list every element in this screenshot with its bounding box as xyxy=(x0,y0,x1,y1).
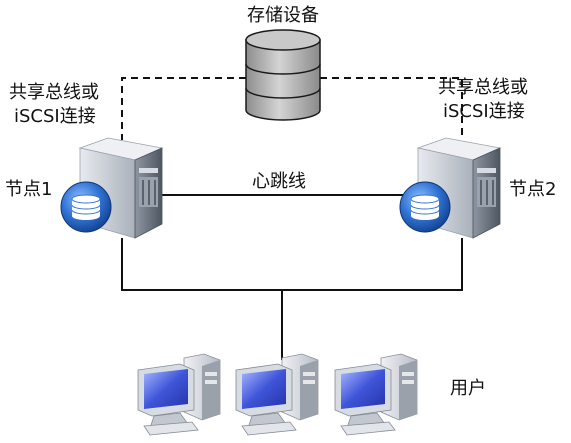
user-computer-3-icon xyxy=(334,353,418,436)
shared-bus-left-line xyxy=(121,77,246,140)
server-node-1-icon xyxy=(60,137,164,239)
network-lines xyxy=(121,238,463,360)
user-computer-1-icon xyxy=(137,353,221,436)
shared-bus-right-label-line2: iSCSI连接 xyxy=(443,101,525,122)
storage-cylinder-icon xyxy=(245,29,321,121)
shared-bus-right-line xyxy=(320,77,463,140)
database-node-1-icon xyxy=(60,181,112,233)
shared-bus-right-label-line1: 共享总线或 xyxy=(438,77,528,98)
users-label: 用户 xyxy=(450,378,486,399)
shared-bus-left-label-line2: iSCSI连接 xyxy=(14,106,96,127)
storage-label: 存储设备 xyxy=(247,5,319,26)
heartbeat-label: 心跳线 xyxy=(252,171,306,192)
user-computer-2-icon xyxy=(235,353,319,436)
shared-bus-left-label-line1: 共享总线或 xyxy=(9,82,99,103)
node-2-label: 节点2 xyxy=(509,179,557,200)
user-computers xyxy=(137,353,418,436)
server-node-2-icon xyxy=(399,137,502,239)
node-1-label: 节点1 xyxy=(5,179,53,200)
database-node-2-icon xyxy=(399,181,451,233)
